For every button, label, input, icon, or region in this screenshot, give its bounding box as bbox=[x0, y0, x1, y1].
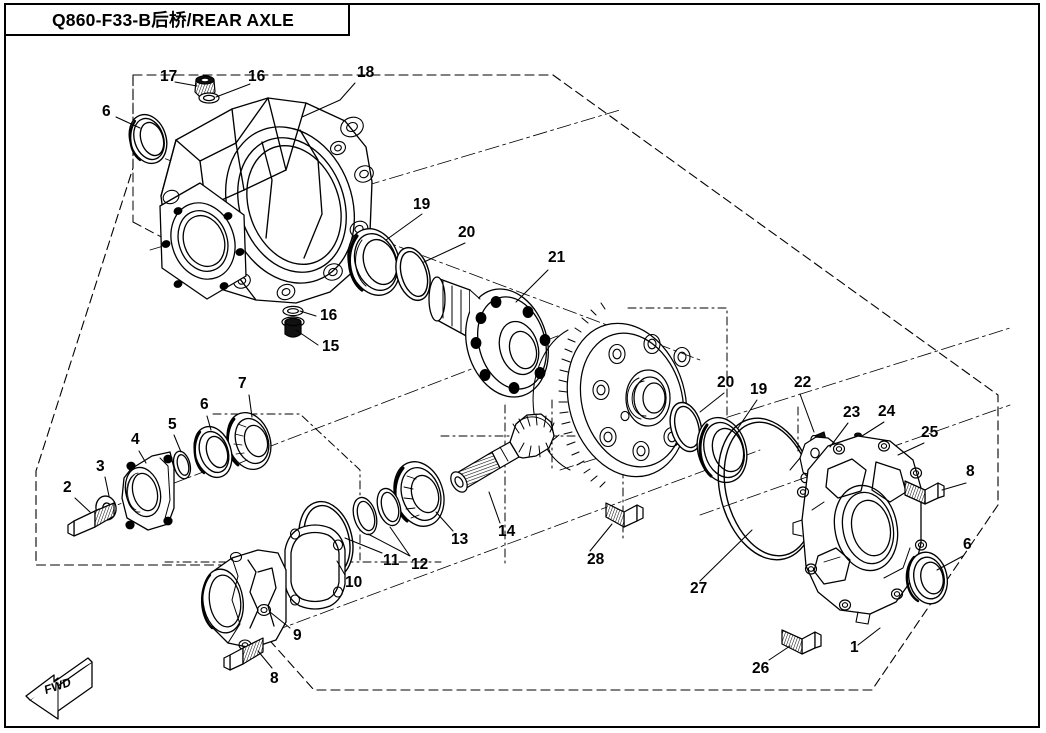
callout-3[interactable]: 3 bbox=[96, 458, 105, 475]
callout-15[interactable]: 15 bbox=[322, 338, 340, 355]
callout-9[interactable]: 9 bbox=[293, 627, 302, 644]
axle-cover-25 bbox=[792, 435, 928, 625]
forward-direction-arrow bbox=[25, 657, 93, 720]
flange-bolt-2 bbox=[67, 502, 115, 537]
callout-23[interactable]: 23 bbox=[843, 404, 861, 421]
callout-19-right[interactable]: 19 bbox=[750, 381, 768, 398]
group-boundary-pinion-upper bbox=[212, 413, 361, 561]
callout-8-right[interactable]: 8 bbox=[966, 463, 975, 480]
hex-flange-bolt-8-right bbox=[904, 480, 945, 505]
callout-13[interactable]: 13 bbox=[451, 531, 469, 548]
coupling-flange-4 bbox=[121, 451, 175, 531]
housing-pinion-flange bbox=[159, 182, 247, 300]
callout-6-upper[interactable]: 6 bbox=[102, 103, 111, 120]
oil-seal-6-upper bbox=[128, 113, 168, 165]
hex-flange-bolt-8-left bbox=[223, 637, 264, 671]
callout-24[interactable]: 24 bbox=[878, 403, 896, 420]
callout-16-lower[interactable]: 16 bbox=[320, 307, 338, 324]
callout-11[interactable]: 11 bbox=[383, 552, 400, 569]
drive-pinion-gear-14 bbox=[450, 413, 560, 493]
group-boundary-main bbox=[35, 74, 999, 691]
callout-20-right[interactable]: 20 bbox=[717, 374, 735, 391]
callout-17[interactable]: 17 bbox=[160, 68, 178, 85]
ring-gear bbox=[532, 302, 691, 488]
title-block: Q860-F33-B后桥/REAR AXLE bbox=[4, 3, 350, 36]
hex-flange-bolt-28 bbox=[605, 502, 644, 528]
drain-plug-15 bbox=[281, 316, 305, 338]
page-title: Q860-F33-B后桥/REAR AXLE bbox=[52, 10, 294, 30]
callout-25[interactable]: 25 bbox=[921, 424, 939, 441]
sealing-washer-16-lower bbox=[282, 305, 304, 317]
hex-flange-bolt-26 bbox=[781, 629, 822, 655]
leader-lines bbox=[74, 81, 967, 669]
callout-7[interactable]: 7 bbox=[238, 375, 247, 392]
retaining-ring-20-right bbox=[669, 401, 703, 453]
callout-1[interactable]: 1 bbox=[850, 639, 859, 656]
callout-2[interactable]: 2 bbox=[63, 479, 72, 496]
o-ring-5 bbox=[172, 450, 192, 480]
callout-22[interactable]: 22 bbox=[794, 374, 812, 391]
callout-6[interactable]: 6 bbox=[200, 396, 209, 413]
callout-8[interactable]: 8 bbox=[270, 670, 279, 687]
callout-21[interactable]: 21 bbox=[548, 249, 566, 266]
group-boundary-ringgear bbox=[551, 307, 728, 471]
sealing-washer-16-top bbox=[198, 92, 220, 104]
callout-28[interactable]: 28 bbox=[587, 551, 605, 568]
pinion-bearing-retainer-9 bbox=[200, 549, 287, 651]
callout-12[interactable]: 12 bbox=[411, 556, 429, 573]
callout-5[interactable]: 5 bbox=[168, 416, 177, 433]
tapered-roller-bearing-7 bbox=[226, 412, 272, 470]
breather-plug-17 bbox=[194, 75, 216, 97]
callout-19[interactable]: 19 bbox=[413, 196, 431, 213]
oil-seal-6-mid bbox=[193, 425, 233, 479]
callout-4[interactable]: 4 bbox=[131, 431, 140, 448]
shim-set-12 bbox=[352, 487, 402, 536]
drawing-frame bbox=[4, 3, 1040, 728]
callout-10[interactable]: 10 bbox=[345, 574, 363, 591]
callout-18[interactable]: 18 bbox=[357, 64, 375, 81]
callout-16-upper[interactable]: 16 bbox=[248, 68, 266, 85]
retaining-ring-20-upper bbox=[395, 246, 431, 302]
retainer-gasket-10 bbox=[284, 524, 346, 610]
callout-20[interactable]: 20 bbox=[458, 224, 476, 241]
callout-27[interactable]: 27 bbox=[690, 580, 708, 597]
callout-26[interactable]: 26 bbox=[752, 660, 770, 677]
wheel-hub-flange-21 bbox=[428, 276, 551, 398]
callout-14[interactable]: 14 bbox=[498, 523, 516, 540]
callout-6-right[interactable]: 6 bbox=[963, 536, 972, 553]
